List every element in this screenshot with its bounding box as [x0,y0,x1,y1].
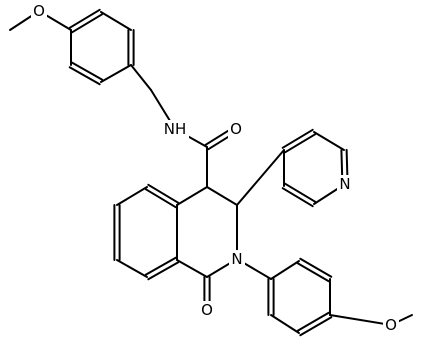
bond-b4-b3 [116,259,148,278]
atom-n-ring: N [231,250,242,268]
bond-c3-py1 [236,149,285,206]
atom-o-lactam: O [201,301,213,319]
bond-py5-py6-b [281,187,314,208]
bond-c4-c3 [206,186,238,206]
bond-p1-p2 [270,260,300,280]
atom-label-o-lactam: O [199,301,215,319]
bond-p4-p5-a [296,311,330,332]
bond-a6-a1-a [68,8,101,29]
bond-a3-a4 [100,64,132,83]
bonds [9,8,413,337]
bond-p4-p5-b [299,316,333,337]
bond-a5-a6 [100,11,132,31]
bond-py1-py2-a [284,133,317,154]
bond-p2-p3-b [299,257,333,278]
atom-n-pyridine: N [339,175,350,193]
atom-label-o-top: O [31,2,47,20]
bond-p5-p6 [270,314,300,334]
atom-labels: O NH O N N O O [31,2,399,334]
bond-py2-py3 [313,131,345,151]
atom-o-amide: O [230,120,242,138]
bond-c4a-b6-a [147,183,180,204]
bond-b3-c8a-a [147,261,180,281]
bond-a2-a3-b [71,61,104,81]
bond-b6-b5 [116,186,148,206]
bond-a6-a1-b [71,13,104,34]
bond-py1-py2-b [281,128,314,149]
bond-a4-ch2 [130,64,152,91]
bond-p2-p3-a [296,262,330,283]
atom-label-o-amide: O [228,120,244,138]
atom-label-nh: NH [161,120,189,138]
bond-p4-o-bot [329,314,392,326]
bond-c4a-c4 [176,186,208,206]
bond-a2-a3-a [68,66,101,86]
bond-b3-c8a-b [144,256,177,276]
bond-c4a-b6-b [144,188,177,209]
atom-o-bottom: O [385,316,397,334]
atom-label-n-ring: N [229,250,245,268]
bond-c1-c8a [176,259,208,278]
bond-py5-py6-a [284,182,317,203]
atom-nh: NH [164,120,187,138]
atom-label-o-bottom: O [383,316,399,334]
atom-o-top: O [33,2,45,20]
atom-label-n-pyridine: N [337,175,353,193]
